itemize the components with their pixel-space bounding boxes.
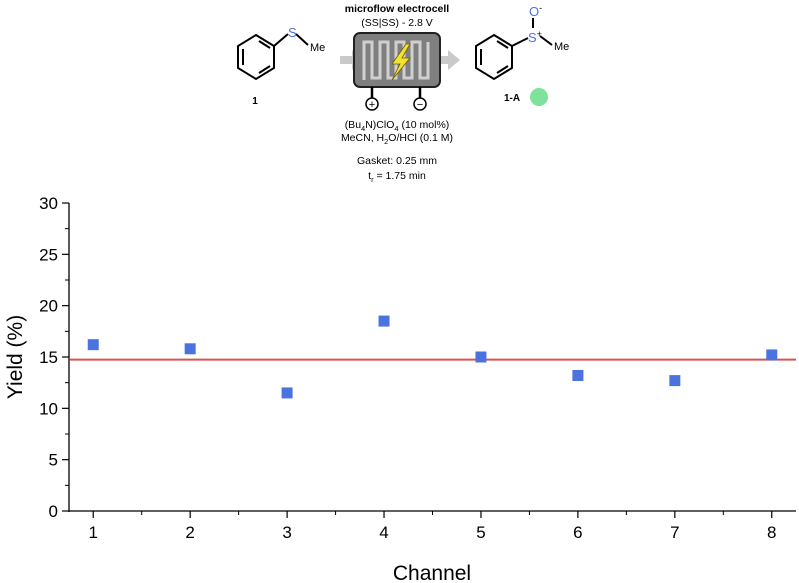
product-oxygen: O- xyxy=(529,3,542,19)
reactant-sulfur: S xyxy=(288,25,297,40)
reactant-methyl: Me xyxy=(310,42,325,54)
product-indicator-dot xyxy=(530,88,548,106)
data-point xyxy=(281,387,293,399)
product-molecule xyxy=(475,18,553,81)
electrocell-icon xyxy=(353,32,441,111)
data-point xyxy=(766,349,778,361)
product-methyl: Me xyxy=(554,41,569,53)
residence-time-line: tr = 1.75 min xyxy=(368,170,426,184)
reaction-scheme: S Me 1 + − microflow electrocell (SS|SS)… xyxy=(237,3,569,184)
x-axis-label: Channel xyxy=(393,562,471,583)
reactant-label: 1 xyxy=(252,96,258,107)
x-tick-label: 3 xyxy=(282,523,291,542)
x-tick-label: 8 xyxy=(767,523,776,542)
y-tick-label: 20 xyxy=(39,297,58,316)
reactor-title: microflow electrocell xyxy=(345,3,450,15)
y-tick-label: 15 xyxy=(39,348,58,367)
chart-ticks: 0 5 10 15 20 25 30 1 2 3 4 5 6 7 8 xyxy=(39,194,776,542)
y-tick-label: 0 xyxy=(49,502,58,521)
chart-axes xyxy=(68,203,796,512)
y-tick-label: 25 xyxy=(39,245,58,264)
electrode-setup: (SS|SS) - 2.8 V xyxy=(361,17,433,29)
data-point xyxy=(475,351,487,363)
anode-terminal: + xyxy=(369,99,375,111)
product-label: 1-A xyxy=(504,93,520,104)
data-point xyxy=(669,375,681,387)
data-point xyxy=(572,369,584,381)
x-tick-label: 6 xyxy=(573,523,582,542)
y-tick-label: 10 xyxy=(39,399,58,418)
reactant-molecule xyxy=(237,33,309,81)
x-tick-label: 5 xyxy=(476,523,485,542)
gasket-line: Gasket: 0.25 mm xyxy=(357,155,437,167)
y-tick-label: 30 xyxy=(39,194,58,213)
data-point xyxy=(87,339,99,351)
y-tick-label: 5 xyxy=(49,451,58,470)
data-point xyxy=(184,343,196,355)
data-point xyxy=(378,315,390,327)
electrolyte-line: (Bu4N)ClO4 (10 mol%) xyxy=(345,119,450,133)
solvent-line: MeCN, H2O/HCl (0.1 M) xyxy=(341,132,453,146)
product-sulfur: S+ xyxy=(528,29,542,45)
cathode-terminal: − xyxy=(417,99,423,111)
x-tick-label: 1 xyxy=(88,523,97,542)
x-tick-label: 7 xyxy=(670,523,679,542)
flow-arrow-out xyxy=(436,50,460,70)
data-points xyxy=(87,315,778,399)
x-tick-label: 4 xyxy=(379,523,388,542)
x-tick-label: 2 xyxy=(185,523,194,542)
y-axis-label: Yield (%) xyxy=(4,315,27,399)
